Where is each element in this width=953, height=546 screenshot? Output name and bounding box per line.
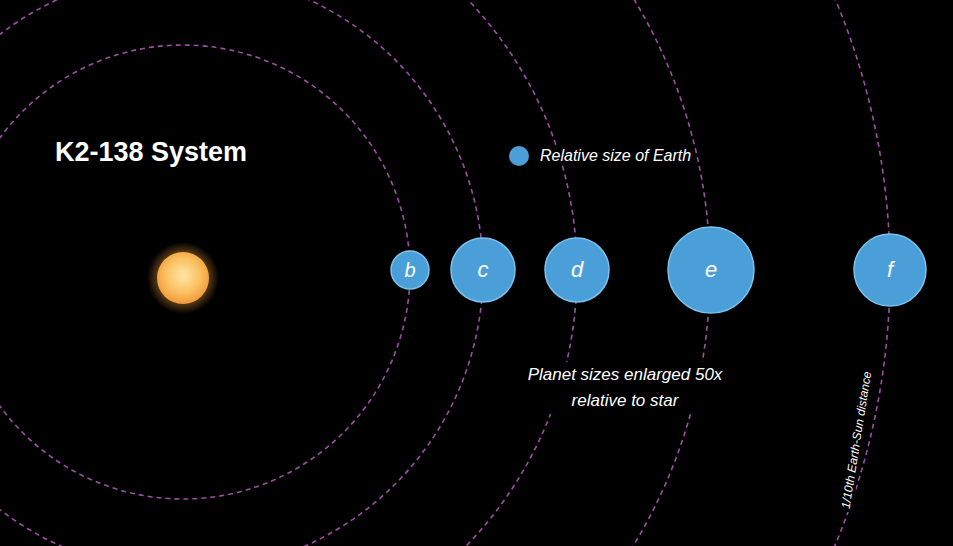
orbit-ring [0,0,710,546]
orbit-rings [0,0,890,546]
planet-label: e [667,257,755,283]
planet-disc [545,238,609,302]
planet-disc [668,227,754,313]
planet-label: c [450,257,516,283]
orbit-ring [0,0,890,546]
planet-circle: b [390,250,430,290]
planet-circle: c [450,237,516,303]
planet-circle: d [544,237,610,303]
planet-label: b [390,259,430,282]
orbit-ring [0,0,577,546]
planet-label: d [544,257,610,283]
planet-disc [451,238,515,302]
planet-circle: f [853,233,927,307]
orbit-ring [0,0,483,546]
diagram-title: K2-138 System [55,137,247,168]
size-note: Planet sizes enlarged 50x relative to st… [525,362,726,414]
planet-disc [391,251,429,289]
orbit-ring [0,45,410,499]
star-glow [147,242,219,314]
planet-disc [854,234,926,306]
planet-label: f [853,257,927,283]
star [157,252,209,304]
scale-note: 1/10th Earth-Sun distance [838,367,874,512]
legend-swatch [509,146,529,166]
legend-entry: Relative size of Earth [509,146,694,166]
planet-circle: e [667,226,755,314]
legend-label: Relative size of Earth [537,147,694,165]
